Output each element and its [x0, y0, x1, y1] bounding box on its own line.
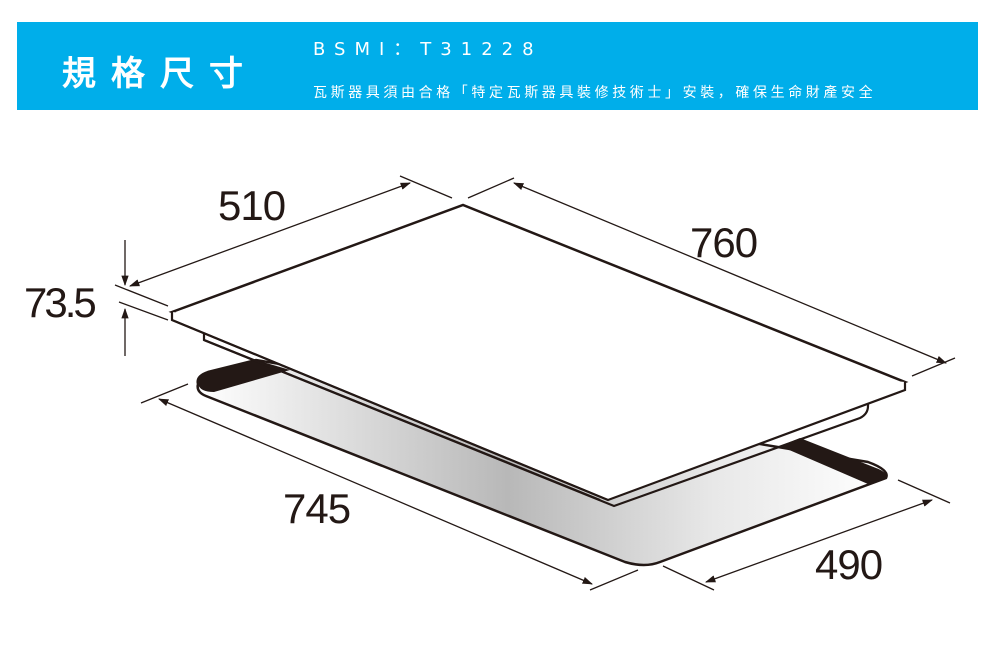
spec-title: 規格尺寸 — [62, 54, 258, 94]
dimension-cutout-width-label: 745 — [283, 485, 351, 532]
dimension-lines — [114, 175, 956, 591]
dimension-width-label: 760 — [690, 219, 758, 266]
installation-notice: 瓦斯器具須由合格「特定瓦斯器具裝修技術士」安裝，確保生命財產安全 — [313, 85, 877, 101]
dimension-height-label: 73.5 — [24, 279, 97, 326]
bsmi-code: BSMI：T31228 — [313, 39, 543, 60]
dimension-depth-label: 510 — [218, 182, 286, 229]
spec-header-banner: 規格尺寸 BSMI：T31228 瓦斯器具須由合格「特定瓦斯器具裝修技術士」安裝… — [17, 22, 978, 110]
dimension-cutout-depth-label: 490 — [815, 541, 883, 588]
